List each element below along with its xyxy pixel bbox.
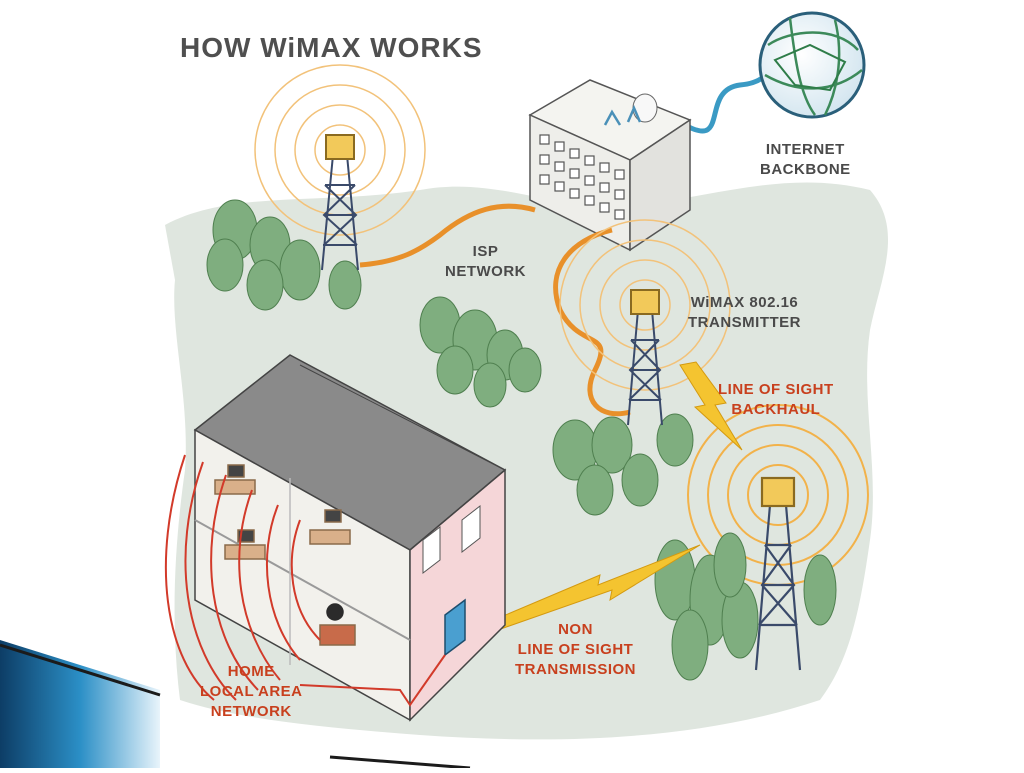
transmitter-label: WiMAX 802.16 TRANSMITTER [688,294,801,331]
tree-cluster-middle [419,296,542,408]
internet-backbone-label: INTERNET BACKBONE [760,141,851,178]
los-backhaul-label: LINE OF SIGHT BACKHAUL [718,381,834,418]
isp-cable-right [553,227,631,417]
slide-accent-stroke [0,643,161,697]
wimax-transmitter-tower [627,289,663,426]
tree-cluster-left [206,199,362,311]
tower-1 [321,134,359,271]
tower-3 [754,476,802,671]
nlos-transmission-label: NON LINE OF SIGHT TRANSMISSION [515,621,637,678]
page-title: HOW WiMAX WORKS [180,32,483,63]
isp-building [528,79,692,252]
isp-cable-left [359,203,536,268]
house-interior [214,464,356,646]
internet-globe-icon [758,11,866,119]
slide-accent-bar [0,640,160,768]
isp-network-label: ISP NETWORK [445,243,526,280]
home-lan-label: HOME LOCAL AREA NETWORK [200,663,303,720]
wimax-receiver-box [444,598,466,657]
backhaul-lightning-icon [679,361,743,451]
slide-bottom-stroke [329,755,471,770]
tree-cluster-right [552,413,694,516]
home-lan-waves [164,454,446,707]
